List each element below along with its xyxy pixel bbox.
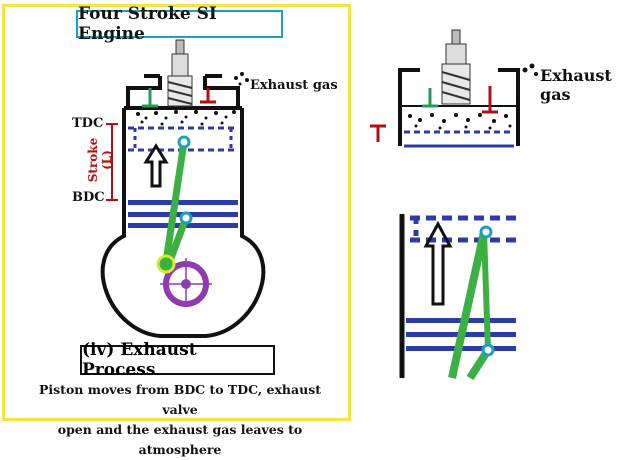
main-panel xyxy=(2,4,351,421)
exhaust-gas-particles xyxy=(136,110,236,126)
zoom-head xyxy=(370,29,538,148)
exhaust-puffs-left xyxy=(234,72,249,86)
process-caption: (iv) Exhaust Process xyxy=(80,340,275,380)
connecting-rod xyxy=(156,135,193,274)
inlet-valve xyxy=(142,88,158,108)
process-description: Piston moves from BDC to TDC, exhaust va… xyxy=(20,380,340,460)
cylinder-head xyxy=(126,74,240,108)
stroke-text: Stroke xyxy=(86,137,100,183)
crankshaft xyxy=(160,258,212,307)
spark-plug xyxy=(167,39,193,107)
bdc-label: BDC xyxy=(72,190,105,205)
exhaust-gas-zoom-label: Exhaust gas xyxy=(540,66,612,104)
upward-arrow xyxy=(143,143,169,188)
exhaust-gas-label: Exhaust gas xyxy=(250,78,338,93)
tdc-label: TDC xyxy=(72,116,104,131)
stroke-marker xyxy=(106,123,118,201)
stroke-label: Stroke (L) xyxy=(86,130,146,190)
stroke-symbol: (L) xyxy=(100,150,114,170)
exhaust-valve xyxy=(200,88,216,104)
cylinder-walls xyxy=(122,106,244,232)
engine-diagram xyxy=(100,29,538,381)
description-line-2: open and the exhaust gas leaves to atmos… xyxy=(57,422,303,457)
description-line-1: Piston moves from BDC to TDC, exhaust va… xyxy=(38,382,322,417)
zoom-piston xyxy=(399,214,516,381)
